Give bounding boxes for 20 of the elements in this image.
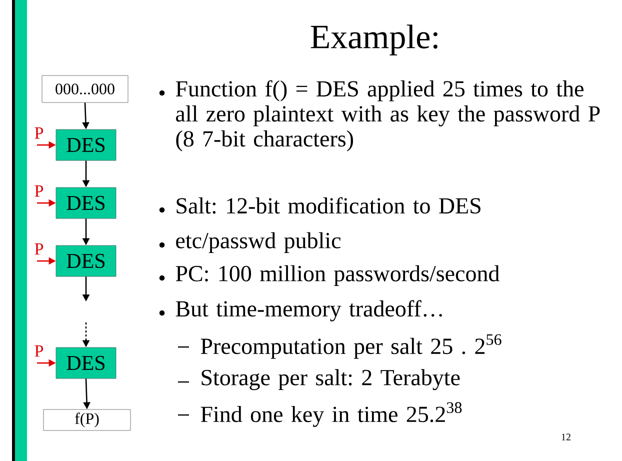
bullet-text: Precomputation per salt 25 . 2$^{56}$ (200, 334, 502, 359)
value-box: f(P) (43, 409, 131, 431)
bullet-text: Storage per salt: 2 Terabyte (202, 369, 460, 390)
edge-label: P (34, 185, 44, 197)
bullet-text: Function f() = DES applied 25 times to the all zero plaintext with as key the password P (8 7-bit characters) (176, 80, 600, 152)
page-number: 12 (562, 434, 570, 440)
bullet-text: etc/passwd public (176, 232, 341, 254)
edge-label: P (34, 127, 44, 139)
cipher-box: DES (56, 129, 116, 161)
value-box: 000...000 (42, 75, 128, 103)
bullet-text: Salt: 12-bit modification to DES (176, 197, 480, 214)
cipher-box: DES (56, 187, 116, 219)
bullet-text: PC: 100 million passwords/second (176, 265, 500, 286)
cipher-box: DES (56, 347, 116, 379)
bullet-text: But time-memory tradeoff… (176, 300, 442, 322)
cipher-box: DES (56, 245, 116, 277)
edge-label: P (34, 243, 44, 255)
edge-label: P (34, 345, 44, 357)
bullet-text: Find one key in time 25.2$^{38}$ (200, 402, 462, 427)
title: Example: (310, 24, 438, 56)
